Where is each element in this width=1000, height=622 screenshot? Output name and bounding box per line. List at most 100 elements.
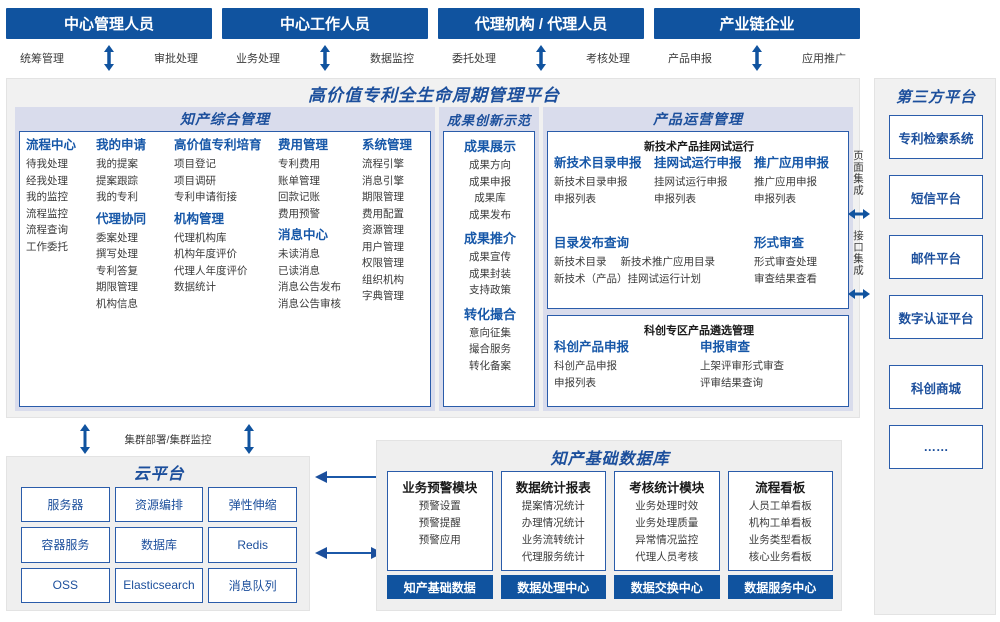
- zhichan-item[interactable]: 专利答复: [96, 264, 138, 277]
- zhichan-item[interactable]: 经我处理: [26, 174, 68, 187]
- chanpin-item[interactable]: 上架评审形式审查: [700, 360, 784, 372]
- zhichan-item[interactable]: 机构年度评价: [174, 248, 237, 260]
- database-item[interactable]: 人员工单看板: [748, 500, 812, 512]
- cloud-cell-8[interactable]: 消息队列: [208, 567, 297, 603]
- chanpin-item[interactable]: 申报列表: [654, 192, 696, 205]
- chengguo-item[interactable]: 成果方向: [469, 159, 511, 171]
- database-item[interactable]: 提案情况统计: [521, 500, 585, 512]
- zhichan-item[interactable]: 项目调研: [174, 174, 216, 187]
- role-box-0[interactable]: 中心管理人员: [6, 8, 212, 39]
- zhichan-item[interactable]: 工作委托: [26, 240, 68, 253]
- chanpin-item[interactable]: 新技术目录申报: [554, 176, 628, 188]
- zhichan-item[interactable]: 数据统计: [174, 281, 216, 293]
- database-item[interactable]: 代理人员考核: [635, 551, 699, 563]
- zhichan-item[interactable]: 费用配置: [362, 207, 404, 220]
- zhichan-item[interactable]: 已读消息: [278, 264, 320, 277]
- database-column-footer[interactable]: 数据处理中心: [500, 575, 606, 599]
- zhichan-item[interactable]: 我的提案: [96, 158, 138, 170]
- third-party-item-2[interactable]: 邮件平台: [889, 235, 983, 279]
- zhichan-item[interactable]: 账单管理: [278, 174, 320, 187]
- chengguo-item[interactable]: 成果宣传: [469, 251, 511, 263]
- chengguo-item[interactable]: 支持政策: [469, 284, 511, 296]
- cloud-cell-3[interactable]: 容器服务: [21, 527, 110, 563]
- database-item[interactable]: 预警应用: [418, 534, 461, 546]
- zhichan-item[interactable]: 我的监控: [26, 191, 68, 203]
- cloud-cell-5[interactable]: Redis: [208, 527, 297, 563]
- role-box-1[interactable]: 中心工作人员: [222, 8, 428, 39]
- chengguo-item[interactable]: 转化备案: [469, 359, 511, 372]
- chanpin-item[interactable]: 新技术推广应用目录: [620, 256, 716, 268]
- database-item[interactable]: 业务处理质量: [635, 517, 699, 529]
- chanpin-item[interactable]: 挂网试运行申报: [654, 176, 728, 188]
- role-box-2[interactable]: 代理机构 / 代理人员: [438, 8, 644, 39]
- third-party-item-1[interactable]: 短信平台: [889, 175, 983, 219]
- chanpin-item[interactable]: 申报列表: [554, 376, 596, 389]
- zhichan-item[interactable]: 期限管理: [96, 281, 138, 293]
- zhichan-item[interactable]: 项目登记: [174, 158, 216, 170]
- database-item[interactable]: 办理情况统计: [521, 517, 585, 529]
- zhichan-item[interactable]: 我的专利: [96, 191, 138, 203]
- chengguo-item[interactable]: 成果库: [474, 192, 506, 204]
- database-item[interactable]: 预警提醒: [418, 517, 461, 529]
- zhichan-item[interactable]: 组织机构: [362, 273, 404, 286]
- chengguo-item[interactable]: 成果封装: [469, 267, 511, 280]
- zhichan-item[interactable]: 专利费用: [278, 158, 320, 170]
- chanpin-item[interactable]: 评审结果查询: [700, 376, 763, 389]
- cloud-cell-7[interactable]: Elasticsearch: [114, 567, 204, 603]
- database-item[interactable]: 代理服务统计: [521, 551, 585, 563]
- cloud-cell-0[interactable]: 服务器: [21, 487, 110, 523]
- zhichan-item[interactable]: 流程查询: [26, 224, 68, 236]
- database-item[interactable]: 预警设置: [418, 500, 461, 512]
- zhichan-item[interactable]: 机构信息: [96, 297, 138, 310]
- chengguo-item[interactable]: 成果发布: [469, 208, 511, 221]
- zhichan-item[interactable]: 代理机构库: [174, 231, 227, 244]
- chanpin-item[interactable]: 审查结果查看: [754, 272, 817, 285]
- zhichan-item[interactable]: 回款记账: [278, 191, 320, 203]
- zhichan-item[interactable]: 期限管理: [362, 191, 404, 203]
- database-item[interactable]: 机构工单看板: [748, 517, 812, 529]
- database-item[interactable]: 业务类型看板: [748, 534, 812, 546]
- zhichan-item[interactable]: 消息公告发布: [278, 281, 341, 293]
- chanpin-item[interactable]: 申报列表: [554, 192, 596, 205]
- chanpin-item[interactable]: 申报列表: [754, 192, 796, 205]
- role-box-3[interactable]: 产业链企业: [654, 8, 860, 39]
- database-column-footer[interactable]: 数据服务中心: [727, 575, 833, 599]
- zhichan-item[interactable]: 撰写处理: [96, 248, 138, 260]
- zhichan-item[interactable]: 专利申请衔接: [174, 191, 237, 203]
- zhichan-item[interactable]: 用户管理: [362, 240, 404, 253]
- database-item[interactable]: 异常情况监控: [635, 534, 699, 546]
- third-party-item-3[interactable]: 数字认证平台: [889, 295, 983, 339]
- zhichan-item[interactable]: 消息引擎: [362, 174, 404, 187]
- chanpin-item[interactable]: 形式审查处理: [754, 256, 817, 268]
- zhichan-item[interactable]: 委案处理: [96, 231, 138, 244]
- chengguo-item[interactable]: 撮合服务: [469, 343, 511, 355]
- third-party-item-0[interactable]: 专利检索系统: [889, 115, 983, 159]
- zhichan-item[interactable]: 流程监控: [26, 207, 68, 220]
- chengguo-item[interactable]: 成果申报: [469, 175, 511, 188]
- zhichan-item[interactable]: 未读消息: [278, 248, 320, 260]
- chanpin-item[interactable]: 推广应用申报: [754, 176, 817, 188]
- zhichan-item[interactable]: 资源管理: [362, 224, 404, 236]
- zhichan-item[interactable]: 字典管理: [362, 290, 404, 302]
- database-item[interactable]: 业务处理时效: [635, 500, 699, 512]
- chanpin-item[interactable]: 新技术（产品）挂网试运行计划: [554, 272, 701, 285]
- cloud-cell-6[interactable]: OSS: [21, 567, 110, 603]
- chanpin-item[interactable]: 科创产品申报: [554, 360, 617, 372]
- cloud-cell-2[interactable]: 弹性伸缩: [208, 487, 297, 523]
- database-column-footer[interactable]: 知产基础数据: [387, 575, 493, 599]
- zhichan-item[interactable]: 流程引擎: [362, 158, 404, 170]
- third-party-item-5[interactable]: ……: [889, 425, 983, 469]
- database-item[interactable]: 业务流转统计: [521, 534, 585, 546]
- third-party-item-4[interactable]: 科创商城: [889, 365, 983, 409]
- cloud-cell-1[interactable]: 资源编排: [114, 487, 204, 523]
- database-column-footer[interactable]: 数据交换中心: [614, 575, 720, 599]
- zhichan-item[interactable]: 费用预警: [278, 207, 320, 220]
- zhichan-item[interactable]: 消息公告审核: [278, 297, 341, 310]
- chengguo-item[interactable]: 意向征集: [469, 326, 511, 339]
- database-item[interactable]: 核心业务看板: [748, 551, 812, 563]
- zhichan-item[interactable]: 代理人年度评价: [174, 264, 248, 277]
- zhichan-item[interactable]: 待我处理: [26, 158, 68, 170]
- cloud-cell-4[interactable]: 数据库: [114, 527, 204, 563]
- zhichan-item[interactable]: 提案跟踪: [96, 174, 138, 187]
- chanpin-item[interactable]: 新技术目录: [554, 256, 607, 268]
